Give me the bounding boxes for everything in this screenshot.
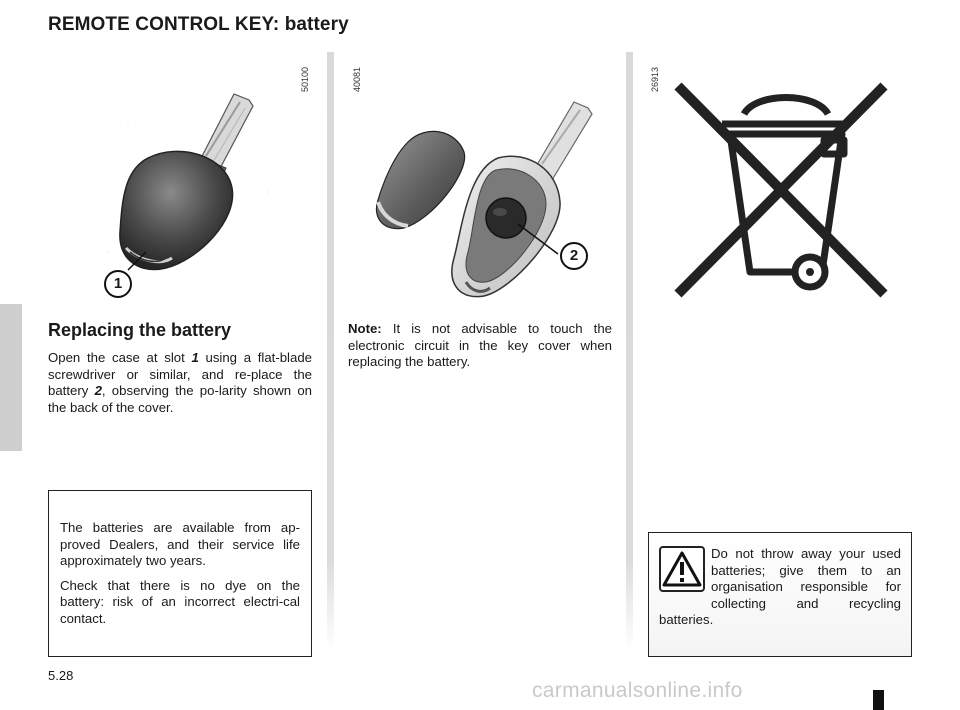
note-label: Note: (348, 321, 382, 336)
text-segment: using a flat-blade screwdriver or simila… (48, 350, 312, 399)
warning-triangle-icon (659, 546, 705, 592)
column-divider-left (327, 52, 334, 650)
callout-2: 2 (560, 242, 588, 270)
battery-notice-box: The batteries are available from ap-prov… (48, 490, 312, 657)
notice-availability: The batteries are available from ap-prov… (60, 520, 300, 569)
note-text: It is not advisable to touch the electro… (348, 321, 612, 370)
corner-mark (873, 690, 884, 710)
section-heading: Replacing the battery (48, 320, 232, 340)
text-segment: Open the case at slot (48, 350, 192, 365)
key-fob-icon (107, 93, 269, 271)
figure-code: 50100 (300, 66, 310, 92)
callout-ref-1: 1 (191, 350, 199, 365)
callout-1: 1 (104, 270, 132, 298)
text-segment: , observing the po-larity shown on the b… (48, 383, 312, 415)
figure-code: 40081 (352, 66, 362, 92)
key-open-figure: 40081 2 (348, 52, 618, 308)
site-watermark[interactable]: carmanualsonline.info (532, 679, 743, 702)
column-divider-right (626, 52, 633, 650)
page-title: REMOTE CONTROL KEY: battery (48, 14, 349, 35)
key-closed-figure: 50100 1 (48, 52, 320, 308)
page-number: 5.28 (48, 668, 74, 683)
disposal-figure: 26913 (646, 52, 912, 308)
warning-box: Do not throw away your used batteries; g… (648, 532, 912, 657)
callout-ref-2: 2 (94, 383, 102, 399)
battery-instructions: Open the case at slot 1 using a flat-bla… (48, 350, 312, 416)
notice-dye-check: Check that there is no dye on the batter… (60, 577, 300, 626)
figure-code: 26913 (650, 66, 660, 92)
note-paragraph: Note: It is not advisable to touch the e… (348, 321, 612, 371)
crossed-out-wheelie-bin-icon (674, 82, 888, 298)
warning-paragraph: Do not throw away your used batteries; g… (659, 546, 901, 629)
chapter-tab (0, 304, 22, 451)
open-key-battery-icon (375, 101, 593, 298)
warning-text: Do not throw away your used batteries; g… (659, 546, 901, 628)
